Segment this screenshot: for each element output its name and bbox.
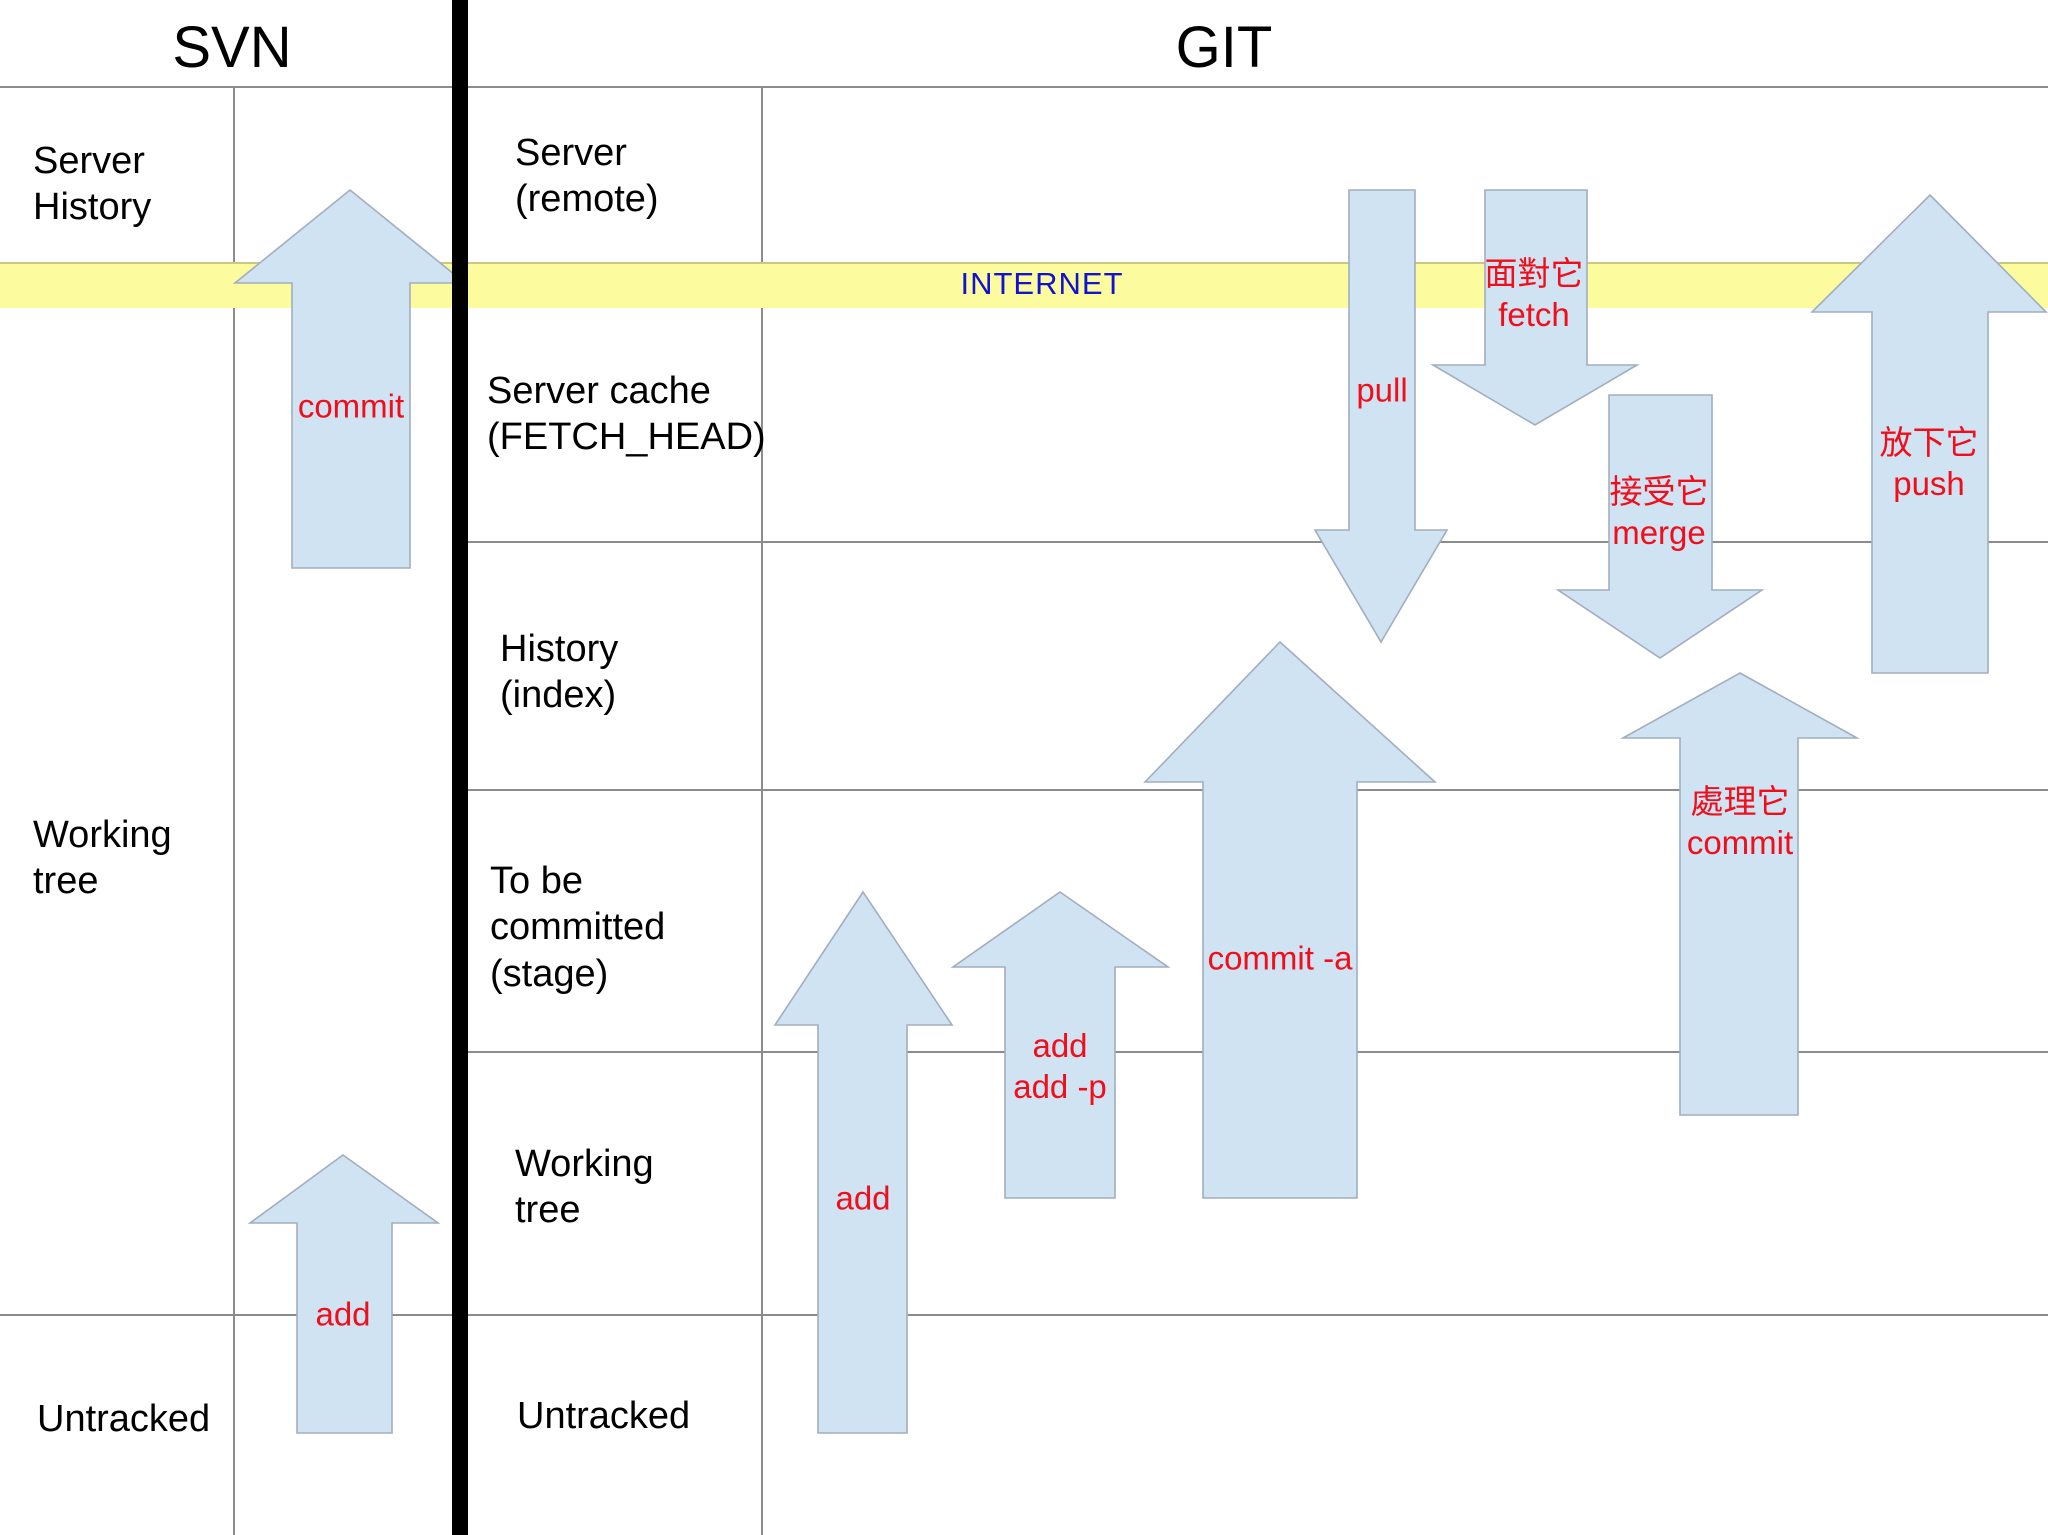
git-commit-a-arrow — [1143, 640, 1438, 1199]
git-push-label: 放下它 push — [1879, 423, 1979, 502]
git-fetch-label: 面對它 fetch — [1484, 254, 1584, 333]
header-git: GIT — [1175, 15, 1273, 80]
row-line-workingtree-bottom — [0, 1314, 2048, 1316]
git-row-label-stage: To be committed (stage) — [490, 860, 666, 995]
git-fetch-arrow — [1430, 189, 1640, 426]
header-svn: SVN — [172, 15, 292, 80]
git-add-p-label: add add -p — [1013, 1026, 1107, 1105]
git-commit-a-label: commit -a — [1207, 939, 1353, 977]
svn-add-arrow — [247, 1154, 441, 1434]
git-pull-arrow — [1313, 189, 1449, 644]
git-local-commit-arrow — [1619, 672, 1861, 1116]
git-add-arrow — [773, 890, 954, 1434]
svn-commit-label: commit — [297, 387, 405, 425]
row-line-server-cache-bottom — [468, 541, 2048, 543]
svn-git-separator-bar — [452, 0, 468, 1535]
git-row-label-history-index: History (index) — [500, 628, 619, 717]
git-row-label-server-remote: Server (remote) — [515, 132, 659, 221]
git-row-label-untracked: Untracked — [517, 1395, 691, 1437]
git-merge-arrow — [1555, 394, 1765, 659]
svn-row-label-untracked: Untracked — [37, 1398, 211, 1440]
git-merge-label: 接受它 merge — [1609, 472, 1709, 551]
git-add-label: add — [835, 1179, 891, 1217]
git-local-commit-label: 處理它 commit — [1686, 782, 1794, 861]
svn-commit-arrow — [232, 188, 468, 569]
internet-label: INTERNET — [960, 266, 1124, 301]
git-push-arrow — [1810, 193, 2048, 674]
git-add-p-arrow — [950, 891, 1171, 1199]
git-row-label-working-tree: Working tree — [515, 1143, 654, 1232]
svn-row-label-working-tree: Working tree — [33, 814, 172, 903]
git-pull-label: pull — [1356, 371, 1408, 409]
header-underline — [0, 86, 2048, 88]
svn-add-label: add — [315, 1295, 371, 1333]
git-row-label-server-cache: Server cache (FETCH_HEAD) — [487, 370, 766, 459]
git-column-divider — [761, 86, 763, 1535]
svn-row-label-server-history: Server History — [33, 140, 152, 229]
svn-column-divider — [233, 86, 235, 1535]
